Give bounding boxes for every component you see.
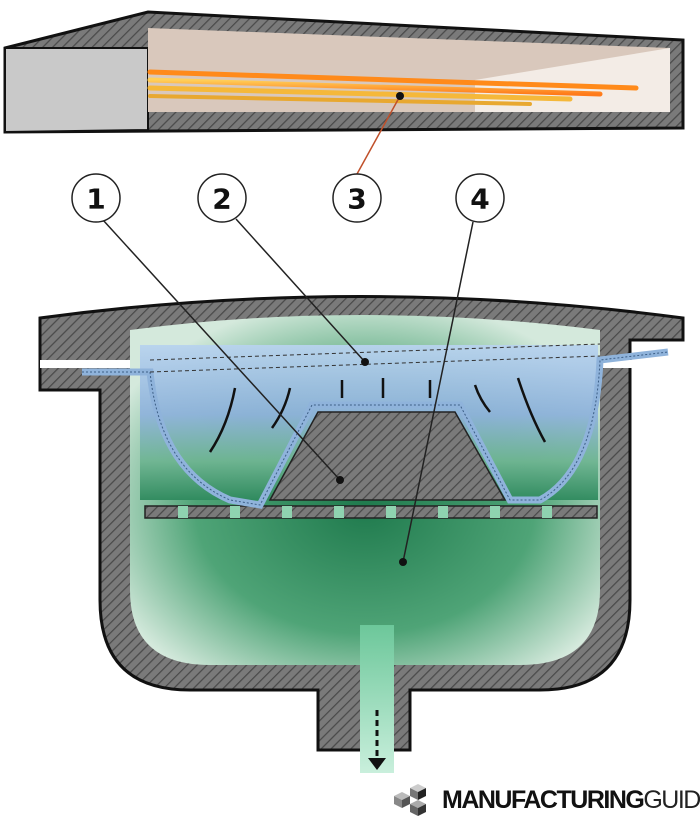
logo-light-text: GUIDE (643, 785, 700, 814)
cube-logo-icon (394, 784, 426, 816)
forming-arrows (208, 377, 547, 453)
svg-text:1: 1 (86, 183, 105, 216)
svg-text:4: 4 (470, 183, 489, 216)
manufacturing-guide-logo: MANUFACTURINGGUIDE (388, 782, 700, 818)
callout-4: 4 (455, 173, 505, 223)
svg-text:3: 3 (347, 183, 366, 216)
heating-elements (147, 69, 639, 106)
vacuum-mold (38, 295, 685, 773)
mold-core (268, 411, 507, 501)
callout-3: 3 (332, 173, 382, 223)
leader-lines (102, 95, 474, 563)
svg-text:2: 2 (212, 183, 231, 216)
vacuum-outlet (360, 625, 394, 773)
heater-box (3, 10, 685, 134)
callout-2: 2 (197, 173, 247, 223)
callout-1: 1 (71, 173, 121, 223)
logo-bold-text: MANUFACTURING (442, 785, 645, 814)
